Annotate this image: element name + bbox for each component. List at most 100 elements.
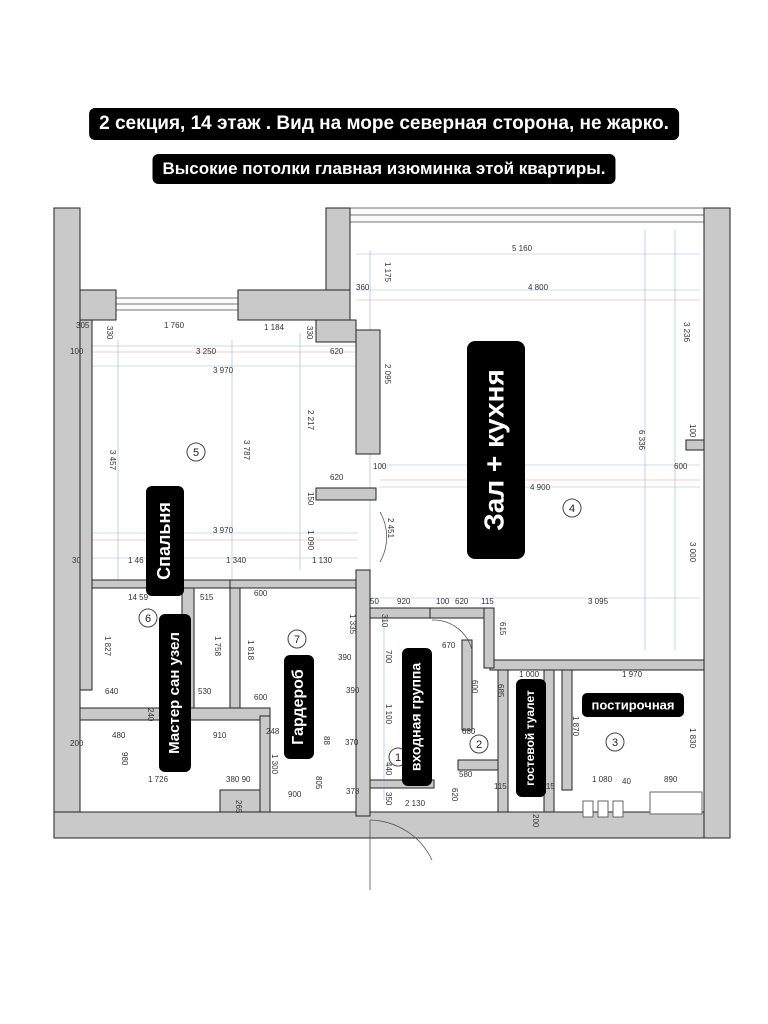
dim-248: 248: [266, 727, 280, 736]
dim-530: 530: [198, 687, 212, 696]
dim-600c: 600: [254, 693, 268, 702]
label-bedroom: Спальня: [146, 486, 184, 596]
dim-3236: 3 236: [682, 322, 691, 343]
room-marker-6: 6: [138, 608, 158, 628]
dim-1460: 1 46: [128, 556, 144, 565]
dim-360: 360: [356, 283, 370, 292]
dim-380-90: 380 90: [226, 775, 251, 784]
dim-1870: 1 870: [571, 716, 580, 737]
dim-910: 910: [213, 731, 227, 740]
dim-640: 640: [105, 687, 119, 696]
dim-1818: 1 818: [246, 640, 255, 661]
blueprint-guides: [92, 230, 700, 800]
dim-2130: 2 130: [405, 799, 426, 808]
dim-100a: 100: [70, 347, 84, 356]
svg-text:Спальня: Спальня: [154, 502, 174, 580]
dim-600b: 600: [254, 589, 268, 598]
dim-2095: 2 095: [383, 364, 392, 385]
dim-40: 40: [622, 777, 631, 786]
dim-1080: 1 080: [592, 775, 613, 784]
dim-1090: 1 090: [306, 530, 315, 551]
svg-text:Мастер сан узел: Мастер сан узел: [166, 632, 183, 754]
svg-text:5: 5: [193, 447, 199, 459]
room-number-markers: 5 4 6 7 1 2 3: [138, 442, 625, 767]
dim-920: 920: [397, 597, 411, 606]
dim-4900: 4 900: [530, 483, 551, 492]
dim-1000: 1 000: [519, 670, 540, 679]
dim-88: 88: [322, 736, 331, 745]
dim-1459: 14 59: [128, 593, 149, 602]
dim-3970a: 3 970: [213, 366, 234, 375]
dim-1130: 1 130: [312, 556, 333, 565]
dim-1300: 1 300: [270, 754, 279, 775]
dim-200b: 200: [531, 814, 540, 828]
doors: [369, 511, 473, 890]
dim-890: 890: [664, 775, 678, 784]
label-laundry: постирочная: [582, 693, 684, 717]
dim-1340: 1 340: [226, 556, 247, 565]
dim-900: 900: [288, 790, 302, 799]
dim-3970b: 3 970: [213, 526, 234, 535]
dim-30: 30: [72, 556, 81, 565]
dim-265: 265: [234, 800, 243, 814]
dim-620d: 620: [450, 788, 459, 802]
dim-240: 240: [146, 708, 155, 722]
dim-100d: 100: [436, 597, 450, 606]
dim-3787: 3 787: [242, 440, 251, 461]
dim-6336: 6 336: [637, 430, 646, 451]
dim-685: 685: [496, 684, 505, 698]
svg-text:гостевой туалет: гостевой туалет: [523, 690, 537, 786]
dim-1100: 1 100: [384, 704, 393, 725]
dim-1970: 1 970: [622, 670, 643, 679]
dim-3095: 3 095: [588, 597, 609, 606]
dim-4800: 4 800: [528, 283, 549, 292]
dim-150: 150: [306, 492, 315, 506]
svg-text:входная группа: входная группа: [408, 663, 424, 771]
dim-3250: 3 250: [196, 347, 217, 356]
dim-440: 440: [384, 762, 393, 776]
label-living-kitchen: Зал + кухня: [467, 341, 525, 559]
caption-line-2: Высокие потолки главная изюминка этой кв…: [152, 154, 616, 184]
dim-615: 615: [498, 622, 507, 636]
dim-1758: 1 758: [213, 636, 222, 657]
svg-text:1: 1: [395, 752, 401, 764]
dimension-labels: 5 160 4 800 1 175 360 3 236 305 1 760 1 …: [70, 244, 697, 828]
dim-580: 580: [459, 770, 473, 779]
dim-670: 670: [442, 641, 456, 650]
svg-text:Гардероб: Гардероб: [290, 669, 307, 745]
dim-1827: 1 827: [103, 636, 112, 657]
room-marker-4: 4: [562, 498, 582, 518]
dim-3000: 3 000: [688, 542, 697, 563]
dim-2217: 2 217: [306, 410, 315, 431]
dim-115b: 115: [494, 782, 507, 791]
caption-line-1: 2 секция, 14 этаж . Вид на море северная…: [89, 108, 679, 140]
dim-390a: 390: [338, 653, 352, 662]
svg-text:постирочная: постирочная: [592, 697, 675, 712]
svg-text:Зал + кухня: Зал + кухня: [478, 369, 509, 531]
radiator-blocks: [582, 791, 703, 818]
dim-1335: 1 335: [348, 614, 357, 635]
room-marker-3: 3: [605, 732, 625, 752]
dim-330b: 330: [305, 326, 314, 340]
dim-980: 980: [120, 752, 129, 766]
dim-805: 805: [314, 776, 323, 790]
label-master-bath: Мастер сан узел: [159, 614, 191, 772]
room-marker-7: 7: [287, 629, 307, 649]
window-living: [349, 207, 707, 223]
svg-text:4: 4: [569, 503, 575, 515]
label-wardrobe: Гардероб: [284, 655, 314, 759]
dim-5160: 5 160: [512, 244, 533, 253]
room-marker-5: 5: [186, 442, 206, 462]
dim-100c: 100: [373, 462, 387, 471]
label-guest-wc: гостевой туалет: [516, 679, 546, 797]
dim-50: 50: [370, 597, 379, 606]
dim-370: 370: [345, 738, 359, 747]
dim-680: 680: [462, 727, 476, 736]
dim-305: 305: [76, 321, 90, 330]
dim-620a: 620: [330, 347, 344, 356]
dim-2451: 2 451: [386, 518, 395, 539]
svg-text:3: 3: [612, 737, 618, 749]
blueprint-guides-red: [92, 299, 700, 541]
label-entrance: входная группа: [402, 648, 432, 786]
